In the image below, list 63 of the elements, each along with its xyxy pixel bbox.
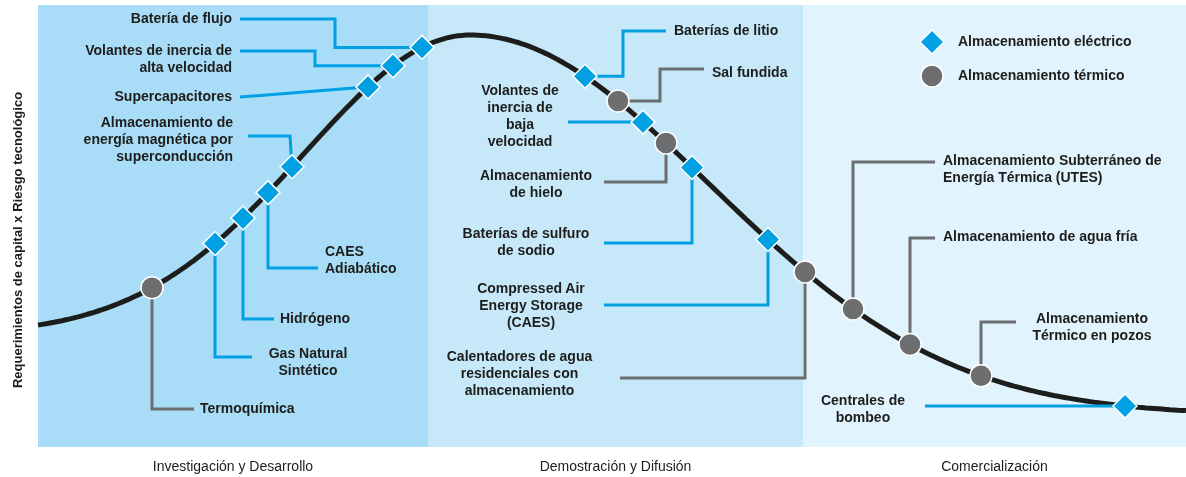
technology-label: Volantes de inercia de alta velocidad (72, 42, 232, 76)
circle-marker (606, 89, 630, 113)
technology-label: Supercapacitores (72, 88, 232, 105)
technology-label: Almacenamiento de energía magnética por superconducción (63, 114, 233, 165)
leader-line (568, 120, 632, 124)
diamond-marker (229, 204, 257, 231)
diamond-marker (1111, 392, 1139, 419)
leader-line (266, 203, 318, 270)
leader-line (851, 160, 935, 298)
leader-line (604, 178, 694, 245)
circle-marker (140, 275, 164, 300)
diamond-marker (678, 154, 706, 181)
leader-line (620, 282, 807, 380)
leader-line (240, 17, 411, 49)
leader-line (925, 404, 1114, 408)
axis-title: Requerimientos de capital x Riesgo tecnológico (9, 91, 26, 389)
leader-line (604, 154, 668, 184)
circle-marker (793, 260, 817, 284)
leader-line (596, 29, 666, 78)
technology-label: Almacenamiento de agua fría (943, 228, 1173, 245)
technology-label: Almacenamiento de hielo (476, 167, 596, 201)
legend-label: Almacenamiento eléctrico (958, 33, 1132, 50)
technology-label: Almacenamiento Térmico en pozos (1022, 310, 1162, 344)
diamond-marker (201, 230, 229, 257)
diamond-marker (408, 34, 436, 61)
diamond-marker (629, 109, 657, 136)
leader-line (979, 320, 1016, 365)
technology-label: Termoquímica (200, 400, 320, 417)
circle-marker (654, 131, 678, 155)
leader-line (240, 49, 382, 68)
diamond-marker (354, 73, 382, 100)
diamond-marker (571, 63, 599, 90)
technology-label: Hidrógeno (280, 310, 380, 327)
technology-label: Calentadores de agua residenciales con almacenamiento (427, 348, 612, 399)
leader-line (241, 228, 274, 321)
technology-label: Sal fundida (712, 64, 832, 81)
phase-label: Investigación y Desarrollo (151, 458, 315, 475)
diamond-marker (379, 52, 407, 79)
technology-label: Almacenamiento Subterráneo de Energía Térmica (UTES) (943, 152, 1173, 186)
leader-line (150, 298, 194, 411)
technology-label: Centrales de bombeo (808, 392, 918, 426)
diamond-marker (254, 179, 282, 206)
phase-label: Comercialización (940, 458, 1049, 475)
diamond-marker (278, 153, 306, 180)
technology-label: Volantes de inercia de baja velocidad (478, 82, 562, 150)
leader-line (213, 254, 252, 359)
leader-line (239, 86, 358, 99)
technology-label: Baterías de sulfuro de sodio (456, 225, 596, 259)
leader-line (629, 67, 704, 103)
technology-label: CAES Adiabático (325, 243, 415, 277)
phase-label: Demostración y Difusión (538, 458, 693, 475)
technology-label: Compressed Air Energy Storage (CAES) (466, 280, 596, 331)
leader-line (908, 236, 935, 334)
leader-line (248, 134, 293, 156)
circle-marker (841, 297, 865, 321)
technology-label: Batería de flujo (72, 10, 232, 27)
circle-marker (898, 332, 922, 357)
legend-label: Almacenamiento térmico (958, 67, 1125, 84)
leader-line (604, 250, 770, 307)
technology-label: Gas Natural Sintético (258, 345, 358, 379)
diamond-marker (754, 226, 782, 253)
circle-marker (969, 364, 993, 388)
technology-label: Baterías de litio (674, 22, 814, 39)
